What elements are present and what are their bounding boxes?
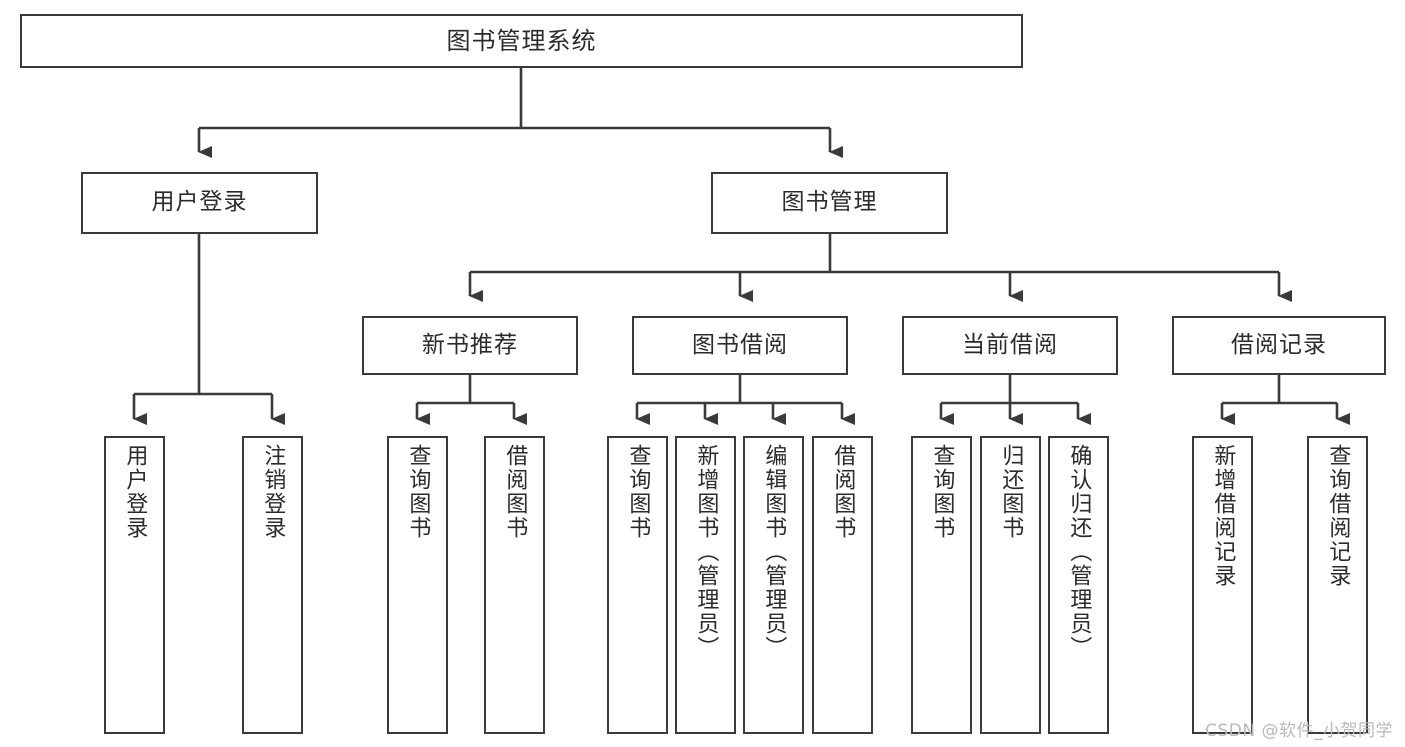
node-book-management[interactable]: 图书管理 [711,172,948,234]
node-leaf-add-book-admin[interactable]: 新增图书（管理员） [675,436,736,734]
node-leaf-query-book-new[interactable]: 查询图书 [387,436,448,734]
node-user-login[interactable]: 用户登录 [81,172,318,234]
watermark: CSDN @软件_小贺同学 [1205,721,1393,741]
node-label: 查询图书 [929,444,955,540]
node-leaf-user-logout[interactable]: 注销登录 [242,436,303,734]
node-leaf-query-book-current[interactable]: 查询图书 [911,436,972,734]
node-label: 借阅记录 [1231,331,1327,358]
node-label: 用户登录 [151,189,248,216]
node-leaf-add-borrow-record[interactable]: 新增借阅记录 [1192,436,1253,734]
node-root-book-management-system[interactable]: 图书管理系统 [20,14,1023,68]
node-label: 查询借阅记录 [1325,444,1351,588]
node-label: 借阅图书 [830,444,856,540]
node-label: 借阅图书 [502,444,528,540]
node-leaf-borrow-book[interactable]: 借阅图书 [812,436,873,734]
node-current-borrow[interactable]: 当前借阅 [902,316,1118,375]
node-leaf-query-book-borrow[interactable]: 查询图书 [607,436,668,734]
node-label: 确认归还（管理员） [1066,444,1092,660]
node-leaf-return-book[interactable]: 归还图书 [980,436,1041,734]
node-label: 新书推荐 [422,331,518,358]
node-label: 图书管理系统 [446,26,597,55]
node-label: 归还图书 [998,444,1024,540]
node-book-borrow[interactable]: 图书借阅 [632,316,848,375]
node-label: 用户登录 [122,444,148,540]
node-leaf-query-borrow-record[interactable]: 查询借阅记录 [1307,436,1368,734]
node-leaf-borrow-book-new[interactable]: 借阅图书 [484,436,545,734]
node-leaf-confirm-return-admin[interactable]: 确认归还（管理员） [1048,436,1109,734]
node-label: 注销登录 [260,444,286,540]
node-label: 编辑图书（管理员） [761,444,787,660]
node-label: 当前借阅 [962,331,1058,358]
node-label: 查询图书 [405,444,431,540]
node-borrow-record[interactable]: 借阅记录 [1172,316,1386,375]
node-label: 查询图书 [625,444,651,540]
node-label: 图书借阅 [692,331,788,358]
node-new-book-recommendation[interactable]: 新书推荐 [362,316,578,375]
node-leaf-user-login[interactable]: 用户登录 [104,436,165,734]
node-label: 新增图书（管理员） [693,444,719,660]
node-label: 新增借阅记录 [1210,444,1236,588]
node-leaf-edit-book-admin[interactable]: 编辑图书（管理员） [743,436,804,734]
node-label: 图书管理 [781,189,878,216]
